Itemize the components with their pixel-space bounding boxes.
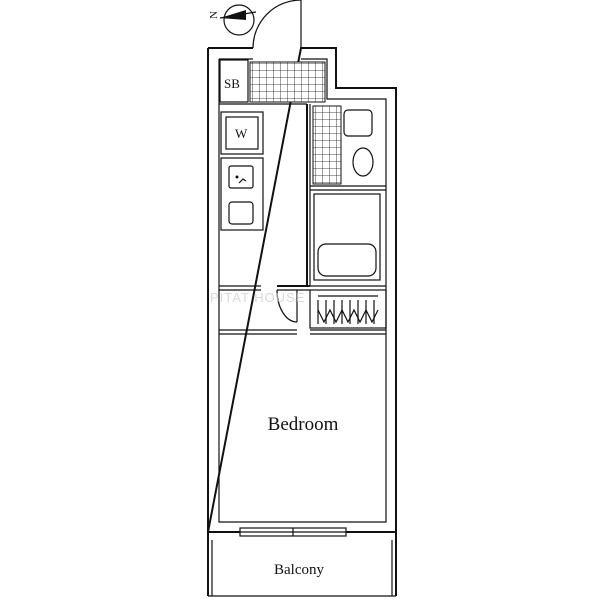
closet xyxy=(309,289,387,329)
compass-circle xyxy=(223,4,255,36)
watermark: PITAT HOUSE xyxy=(210,290,306,305)
compass-north-label: N xyxy=(208,11,220,19)
toilet-tiles xyxy=(312,105,342,185)
sink xyxy=(228,165,254,189)
entrance-tiles xyxy=(249,61,326,103)
washer-label: W xyxy=(235,126,248,141)
shoe-box-label: SB xyxy=(224,76,240,91)
bedroom-label: Bedroom xyxy=(268,414,339,435)
bedroom-door xyxy=(219,285,310,323)
balcony-window xyxy=(239,527,347,537)
bathtub xyxy=(317,243,377,277)
toilet-tank xyxy=(343,109,373,137)
compass-arrow-icon xyxy=(220,10,246,20)
washer-space: W xyxy=(220,111,264,155)
stove xyxy=(228,201,254,225)
balcony-label: Balcony xyxy=(274,562,324,578)
balcony: Balcony xyxy=(207,532,397,597)
kitchen-counter xyxy=(220,157,264,231)
entrance-area: SB xyxy=(219,59,326,105)
bedroom-partition xyxy=(219,329,386,335)
entrance-door xyxy=(252,0,302,49)
bathroom-block xyxy=(306,104,386,287)
toilet-bowl xyxy=(352,147,374,177)
shoe-box xyxy=(219,59,249,103)
compass: N xyxy=(208,4,257,36)
